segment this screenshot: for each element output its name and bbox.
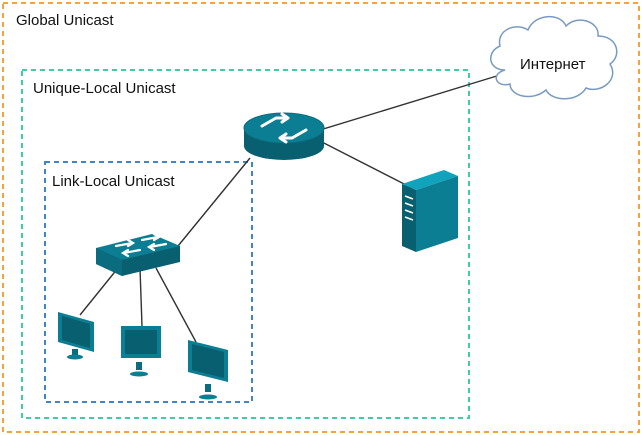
network-links <box>79 74 501 343</box>
monitor-icon <box>188 340 228 400</box>
link-local-unicast-zone <box>44 161 253 403</box>
router-icon <box>243 112 325 160</box>
monitor-icon <box>121 326 161 377</box>
link-switch-monitor-2 <box>139 267 143 327</box>
cloud-icon <box>490 16 618 100</box>
link-switch-monitor-1 <box>79 267 119 316</box>
link-router-switch <box>177 157 251 247</box>
monitor-icon <box>58 312 94 360</box>
switch-icon <box>96 232 180 276</box>
link-local-unicast-label: Link-Local Unicast <box>52 173 175 190</box>
link-switch-monitor-3 <box>155 267 197 343</box>
unique-local-unicast-zone <box>21 69 470 419</box>
link-router-internet <box>319 74 501 131</box>
internet-label: Интернет <box>520 56 586 73</box>
server-icon <box>402 170 458 252</box>
global-unicast-label: Global Unicast <box>16 12 114 29</box>
unique-local-unicast-label: Unique-Local Unicast <box>33 80 176 97</box>
link-router-server <box>317 139 413 189</box>
